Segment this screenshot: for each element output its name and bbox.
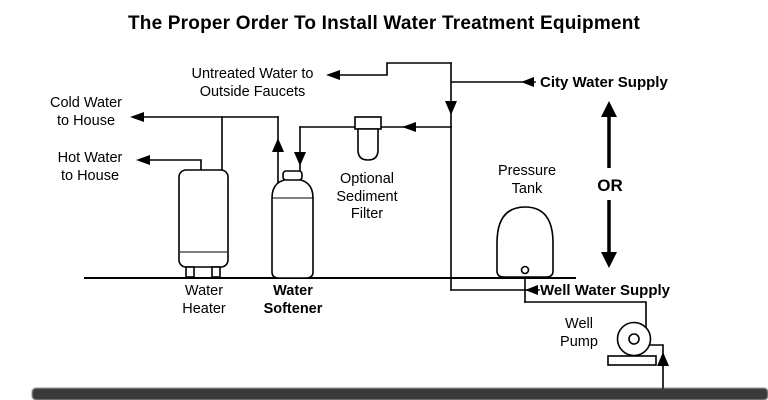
- label-hot-water: Hot Water to House: [57, 150, 123, 184]
- water-softener-tank: [271, 178, 314, 279]
- arrow-up-well-riser-icon: [657, 352, 669, 366]
- label-sediment-filter: Optional Sediment Filter: [336, 171, 398, 223]
- label-cold-water: Cold Water to House: [50, 95, 122, 129]
- arrow-left-city-supply-icon: [521, 77, 534, 87]
- label-untreated-water: Untreated Water to Outside Faucets: [191, 66, 314, 100]
- arrow-left-untreated-icon: [326, 70, 340, 80]
- arrow-left-well-supply-icon: [525, 285, 538, 295]
- arrow-down-softener-inlet-icon: [294, 152, 306, 166]
- well-pump-base: [607, 355, 657, 366]
- pipe-untreated-branch: [338, 62, 452, 76]
- label-well-pump: Well Pump: [560, 316, 598, 350]
- arrow-left-filter-line-icon: [402, 122, 416, 132]
- label-or: OR: [597, 176, 623, 195]
- or-arrow-down-head-icon: [601, 252, 617, 268]
- label-well-water-supply: Well Water Supply: [540, 282, 671, 299]
- water-heater-tank: [178, 169, 229, 268]
- label-water-heater: Water Heater: [182, 283, 226, 317]
- sediment-filter-cap: [354, 116, 382, 130]
- label-water-softener: Water Softener: [263, 283, 323, 317]
- pressure-tank-body: [496, 206, 554, 278]
- sediment-filter-body: [357, 128, 379, 161]
- well-pump-hub: [628, 333, 640, 345]
- arrow-left-hot-icon: [136, 155, 150, 165]
- arrow-down-main-pipe-icon: [445, 101, 457, 115]
- label-pressure-tank: Pressure Tank: [497, 163, 557, 197]
- pipe-hot-line: [141, 159, 202, 171]
- pipe-pump-suction: [524, 301, 647, 329]
- arrow-up-softener-outlet-icon: [272, 138, 284, 152]
- or-arrow-up-head-icon: [601, 101, 617, 117]
- page-title: The Proper Order To Install Water Treatm…: [127, 13, 641, 34]
- arrow-left-cold-icon: [130, 112, 144, 122]
- footer-dark-bar: [32, 388, 768, 400]
- water-softener-cap: [282, 170, 303, 181]
- label-city-water-supply: City Water Supply: [540, 74, 668, 91]
- pressure-tank-valve: [520, 265, 530, 275]
- pipe-well-riser: [648, 344, 664, 390]
- water-heater-foot-right: [211, 266, 221, 278]
- water-heater-foot-left: [185, 266, 195, 278]
